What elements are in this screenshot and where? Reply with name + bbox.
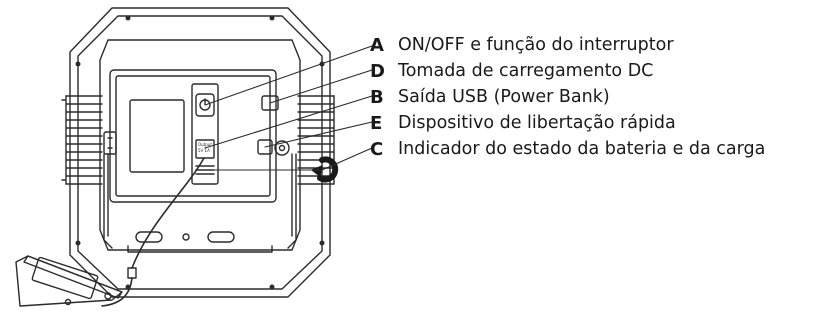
legend-item-c: C Indicador do estado da bateria e da ca…	[370, 137, 765, 161]
power-switch	[195, 93, 215, 117]
left-hinge	[103, 131, 117, 155]
legend-letter: A	[370, 34, 384, 56]
handle-frame	[99, 39, 301, 251]
stand-legs	[103, 153, 297, 249]
legend-item-b: B Saída USB (Power Bank)	[370, 85, 610, 109]
bottom-slot-left	[135, 231, 163, 243]
legend-text: ON/OFF e função do interruptor	[398, 35, 674, 55]
legend-item-a: A ON/OFF e função do interruptor	[370, 33, 674, 57]
legend-text: Indicador do estado da bateria e da carg…	[398, 139, 766, 159]
cooling-fins-left	[61, 95, 103, 185]
usb-port-label: Output	[198, 142, 212, 147]
back-panel	[109, 69, 277, 203]
label-plate	[129, 99, 185, 173]
legend-text: Tomada de carregamento DC	[398, 61, 654, 81]
legend-letter: C	[370, 138, 384, 160]
leader-lines	[204, 45, 373, 171]
legend-text: Saída USB (Power Bank)	[398, 87, 610, 107]
housing-inner	[77, 15, 323, 290]
control-strip	[191, 83, 219, 185]
usb-cable	[131, 157, 205, 269]
usb-port-spec: 5V 1A	[198, 148, 210, 153]
legend-item-e: E Dispositivo de libertação rápida	[370, 111, 676, 135]
dc-socket	[261, 95, 279, 111]
bottom-screw	[182, 233, 190, 241]
legend-item-d: D Tomada de carregamento DC	[370, 59, 653, 83]
quick-release-latch	[257, 139, 273, 155]
bottom-slot-right	[207, 231, 235, 243]
legend-letter: E	[370, 112, 383, 134]
phone-illustration	[15, 255, 123, 307]
quick-release-knob	[274, 140, 290, 156]
legend-letter: B	[370, 86, 384, 108]
usb-output-port	[195, 139, 215, 159]
rotation-arrow-icon	[317, 156, 339, 183]
legend-text: Dispositivo de libertação rápida	[398, 113, 676, 133]
legend-letter: D	[370, 60, 385, 82]
